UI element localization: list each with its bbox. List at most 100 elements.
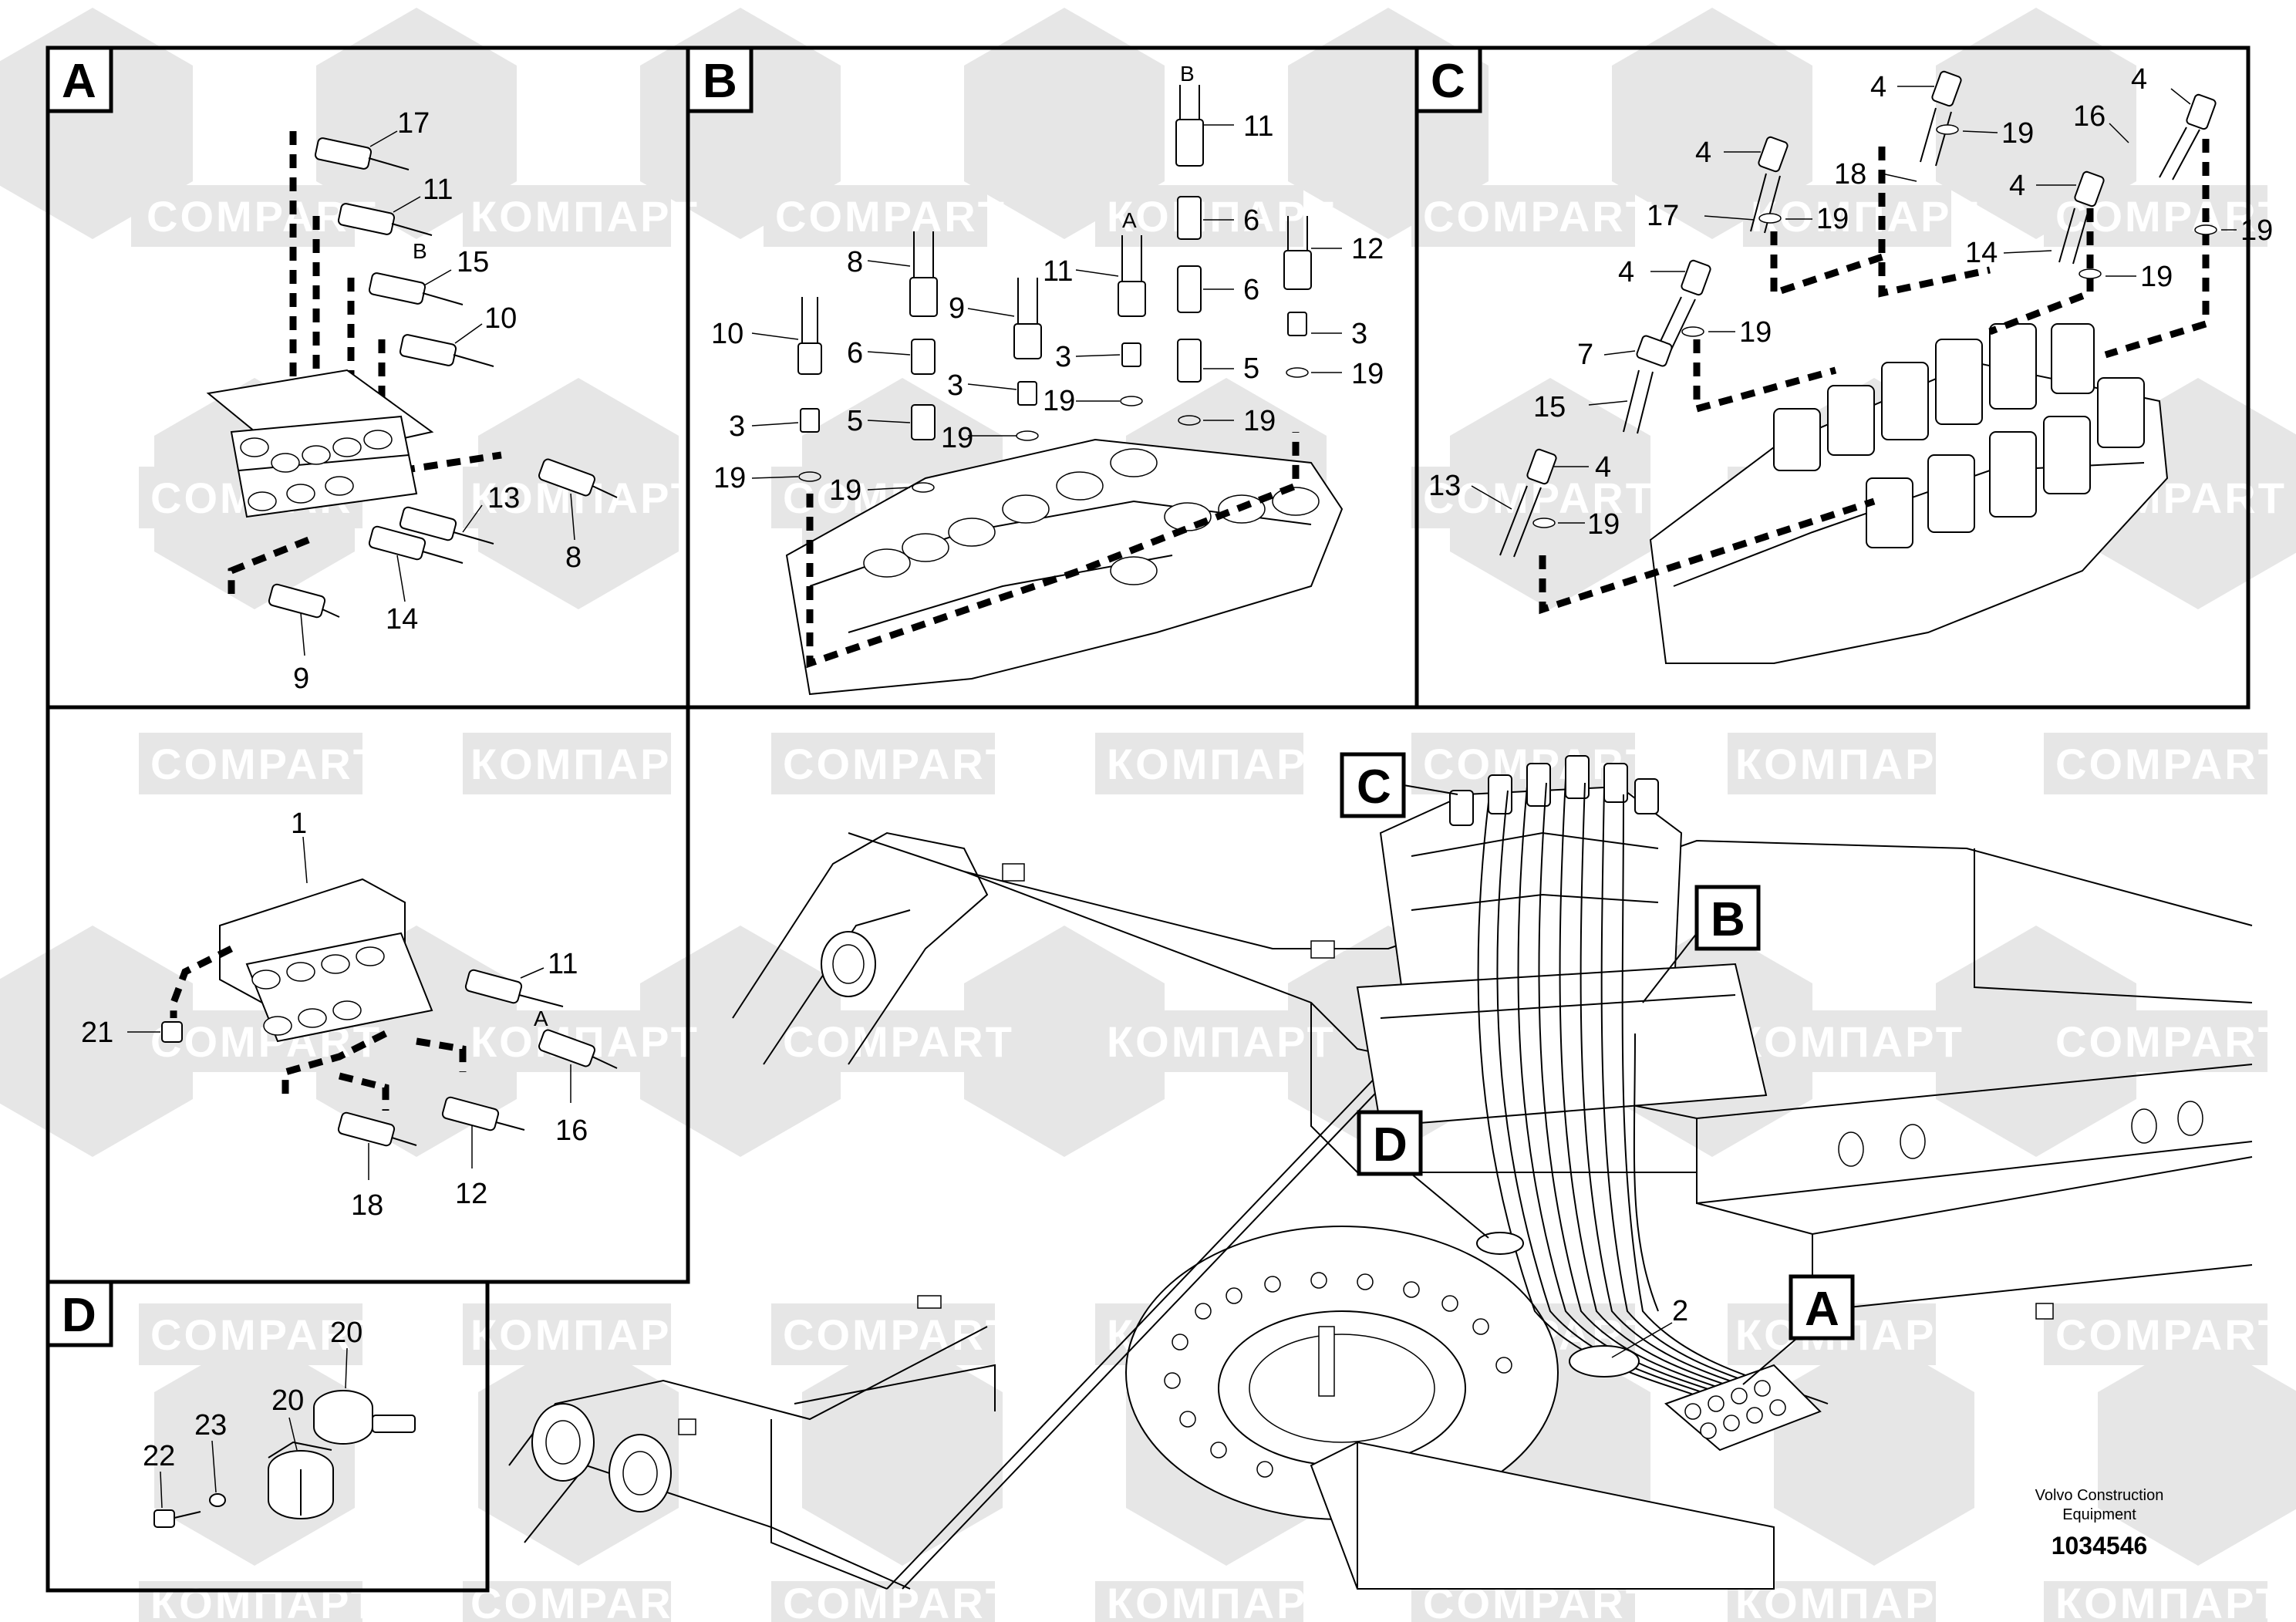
callout-6: 6 xyxy=(1243,204,1259,237)
watermark-text: COMPART xyxy=(783,1579,1014,1622)
callout-19: 19 xyxy=(713,462,746,494)
callout-19: 19 xyxy=(1043,385,1075,417)
panel-manifold-drawing xyxy=(127,836,618,1180)
panel-letter-a: A xyxy=(62,55,96,108)
callout-b-ref: B xyxy=(413,239,427,263)
watermark-text: COMPART xyxy=(150,740,382,788)
panel-letter-c: C xyxy=(1431,55,1465,108)
watermark-text: COMPART xyxy=(2055,740,2287,788)
callout-11: 11 xyxy=(548,948,578,980)
callout-4: 4 xyxy=(1618,256,1634,288)
callout-3: 3 xyxy=(1351,318,1367,350)
panel-tag-b[interactable]: B xyxy=(686,46,754,113)
main-callout-letter: A xyxy=(1805,1283,1839,1336)
watermark-text: КОМПАРТ xyxy=(150,1579,379,1622)
callout-14: 14 xyxy=(386,603,418,636)
callout-17: 17 xyxy=(397,107,430,140)
callout-23: 23 xyxy=(194,1409,227,1442)
callout-19: 19 xyxy=(1816,203,1849,235)
main-view-drawing xyxy=(508,755,2253,1590)
panel-a-drawing xyxy=(206,130,618,656)
panel-letter-d: D xyxy=(62,1289,96,1342)
watermark-text: КОМПАРТ xyxy=(1735,1017,1964,1066)
watermark-text: КОМПАРТ xyxy=(1735,740,1964,788)
main-callout-letter: C xyxy=(1357,760,1391,814)
callout-4: 4 xyxy=(2009,170,2025,202)
panel-manifold-callouts: 1 11 A 21 16 18 12 xyxy=(81,808,588,1222)
watermark-text: COMPART xyxy=(2055,1310,2287,1359)
callout-1: 1 xyxy=(291,808,307,840)
panel-a-callouts: 17 11 B 15 10 13 8 14 9 xyxy=(293,107,582,695)
callout-14: 14 xyxy=(1965,237,1998,269)
callout-3: 3 xyxy=(1055,341,1071,373)
main-callout-letter: D xyxy=(1373,1118,1408,1172)
panel-letter-b: B xyxy=(703,55,737,108)
callout-13: 13 xyxy=(1428,470,1461,502)
watermark-text: COMPART xyxy=(783,1017,1014,1066)
watermark-text: COMPART xyxy=(775,192,1006,241)
watermark-text: КОМПАРТ xyxy=(470,740,700,788)
callout-6: 6 xyxy=(1243,274,1259,306)
callout-12: 12 xyxy=(455,1178,487,1210)
callout-4: 4 xyxy=(1870,71,1886,103)
callout-11: 11 xyxy=(423,174,453,206)
panel-frames xyxy=(46,46,2250,1593)
watermark-text: COMPART xyxy=(147,192,378,241)
panel-tag-a[interactable]: A xyxy=(46,46,113,113)
callout-16: 16 xyxy=(2073,100,2106,133)
panel-tag-c[interactable]: C xyxy=(1414,46,1482,113)
callout-5: 5 xyxy=(847,405,863,437)
main-callout-a[interactable]: A xyxy=(1742,1274,1855,1385)
watermark-text: КОМПАРТ xyxy=(1107,1579,1336,1622)
callout-21: 21 xyxy=(81,1017,113,1049)
watermark-text: COMPART xyxy=(2055,1017,2287,1066)
callout-3: 3 xyxy=(947,369,963,402)
panel-b-drawing xyxy=(751,85,1344,696)
callout-11: 11 xyxy=(1243,110,1273,143)
callout-18: 18 xyxy=(351,1189,383,1222)
callout-2: 2 xyxy=(1672,1295,1688,1327)
callout-19: 19 xyxy=(2240,214,2273,247)
callout-12: 12 xyxy=(1351,233,1384,265)
callout-13: 13 xyxy=(487,482,520,514)
panel-b-callouts: B 11 6 A 11 6 8 9 12 10 6 3 5 3 3 3 5 19… xyxy=(711,62,1384,507)
watermark-text: КОМПАРТ xyxy=(1751,192,1980,241)
callout-19: 19 xyxy=(1739,316,1772,349)
main-callout-d[interactable]: D xyxy=(1357,1110,1489,1239)
main-callout-2: 2 xyxy=(1611,1295,1688,1358)
main-callout-letter: B xyxy=(1711,893,1745,946)
panel-c-callouts: 4 19 4 16 4 18 19 17 19 4 19 14 19 4 19 … xyxy=(1428,63,2273,541)
watermark-text: КОМПАРТ xyxy=(2055,1579,2284,1622)
callout-6: 6 xyxy=(847,337,863,369)
callout-11: 11 xyxy=(1043,255,1073,288)
panel-d-drawing xyxy=(153,1347,416,1528)
footer-drawing-number: 1034546 xyxy=(2052,1532,2148,1560)
callout-9: 9 xyxy=(293,663,309,695)
callout-8: 8 xyxy=(847,246,863,278)
callout-22: 22 xyxy=(143,1440,175,1472)
watermark-text: COMPART xyxy=(783,1310,1014,1359)
callout-a-ref: A xyxy=(1122,208,1137,232)
callout-b-ref: B xyxy=(1180,62,1195,86)
callout-19: 19 xyxy=(1587,508,1620,541)
footer-info: Volvo Construction Equipment 1034546 xyxy=(2035,1487,2164,1560)
callout-8: 8 xyxy=(565,541,582,574)
watermark-text: КОМПАРТ xyxy=(1107,1017,1336,1066)
main-callout-c[interactable]: C xyxy=(1340,752,1458,818)
main-callout-b[interactable]: B xyxy=(1642,885,1761,1003)
panel-tag-d[interactable]: D xyxy=(46,1280,113,1347)
callout-15: 15 xyxy=(1533,391,1566,423)
callout-18: 18 xyxy=(1834,158,1866,191)
watermark-text: COMPART xyxy=(783,740,1014,788)
callout-19: 19 xyxy=(1243,405,1276,437)
footer-brand-line2: Equipment xyxy=(2062,1506,2136,1523)
watermark-text: КОМПАРТ xyxy=(470,192,700,241)
watermark-text: КОМПАРТ xyxy=(1107,192,1336,241)
panel-c-drawing xyxy=(1471,70,2237,664)
callout-a-ref: A xyxy=(534,1007,548,1030)
callout-10: 10 xyxy=(484,302,517,335)
callout-16: 16 xyxy=(555,1114,588,1147)
watermark-text: COMPART xyxy=(150,1310,382,1359)
callout-4: 4 xyxy=(1595,451,1611,484)
